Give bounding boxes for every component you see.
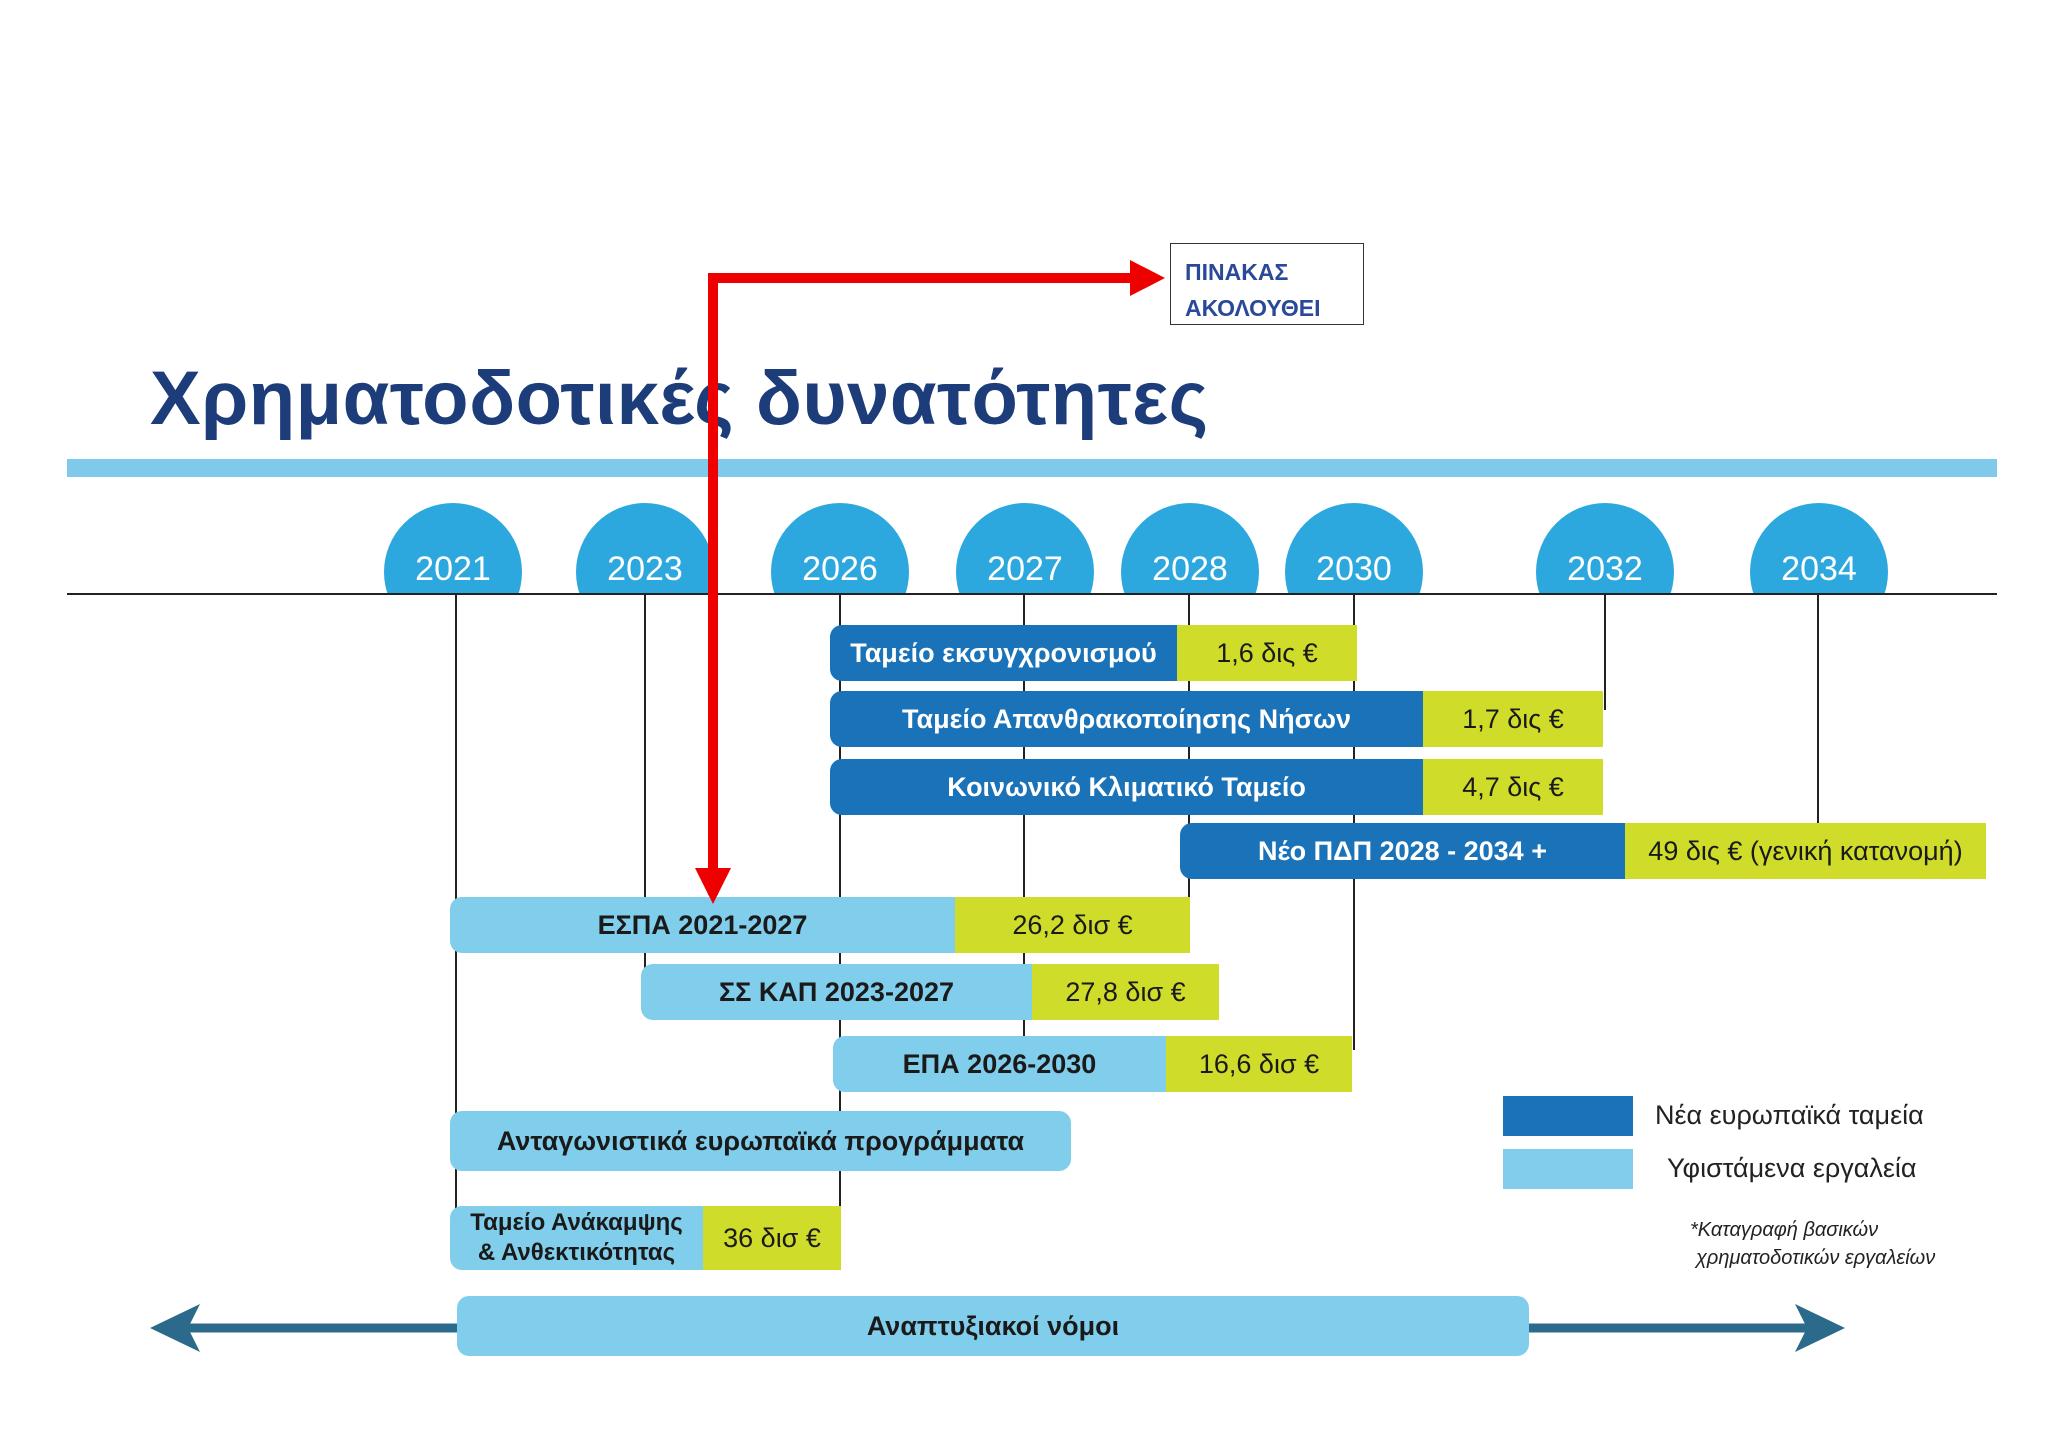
year-2032-circle: 2032 [1536, 503, 1674, 595]
table-follows-note: ΠΙΝΑΚΑΣ ΑΚΟΛΟΥΘΕΙ [1170, 243, 1364, 325]
title-rule [67, 459, 1997, 477]
year-2034-circle: 2034 [1750, 503, 1888, 595]
footnote-line: χρηματοδοτικών εργαλείων [1696, 1247, 1936, 1269]
bar-name: ΕΣΠΑ 2021-2027 [450, 897, 955, 953]
bar-cap-2023-2027: ΣΣ ΚΑΠ 2023-2027 27,8 δισ € [641, 964, 1219, 1020]
bar-modernisation-fund: Ταμείο εκσυγχρονισμού 1,6 δις € [830, 625, 1357, 681]
note-line: ΑΚΟΛΟΥΘΕΙ [1185, 295, 1321, 321]
bar-value: 1,7 δις € [1423, 691, 1603, 747]
bar-name: Αναπτυξιακοί νόμοι [457, 1296, 1529, 1356]
year-2021-circle: 2021 [384, 503, 522, 595]
bar-epa-2026-2030: ΕΠΑ 2026-2030 16,6 δισ € [833, 1036, 1352, 1092]
bar-name: ΣΣ ΚΑΠ 2023-2027 [641, 964, 1032, 1020]
bar-value: 4,7 δις € [1423, 759, 1603, 815]
bar-value: 36 δισ € [703, 1206, 841, 1270]
timeline-baseline [67, 593, 1997, 595]
legend-label-new-funds: Νέα ευρωπαϊκά ταμεία [1655, 1100, 1924, 1130]
bar-name: Ανταγωνιστικά ευρωπαϊκά προγράμματα [450, 1111, 1071, 1171]
bar-name-line: & Ανθεκτικότητας [477, 1239, 676, 1266]
bar-value: 1,6 δις € [1177, 625, 1357, 681]
bar-social-climate-fund: Κοινωνικό Κλιματικό Ταμείο 4,7 δις € [830, 759, 1603, 815]
bar-value: 26,2 δισ € [955, 897, 1190, 953]
year-label: 2028 [1152, 550, 1228, 588]
year-label: 2034 [1781, 550, 1857, 588]
bar-name-line: Ταμείο Ανάκαμψης [470, 1209, 683, 1236]
bar-development-laws: Αναπτυξιακοί νόμοι [457, 1296, 1529, 1356]
page-title: Χρηματοδοτικές δυνατότητες [150, 356, 1209, 441]
bar-recovery-resilience-fund: Ταμείο Ανάκαμψης & Ανθεκτικότητας 36 δισ… [450, 1206, 841, 1270]
year-label: 2021 [415, 550, 491, 588]
bar-name: Νέο ΠΔΠ 2028 - 2034 + [1180, 823, 1625, 879]
year-label: 2027 [987, 550, 1063, 588]
year-label: 2032 [1567, 550, 1643, 588]
bar-islands-decarbonisation-fund: Ταμείο Απανθρακοποίησης Νήσων 1,7 δις € [830, 691, 1603, 747]
bar-name: Κοινωνικό Κλιματικό Ταμείο [830, 759, 1423, 815]
bar-new-mff: Νέο ΠΔΠ 2028 - 2034 + 49 δις € (γενική κ… [1180, 823, 1986, 879]
bar-value: 27,8 δισ € [1032, 964, 1219, 1020]
bar-espa-2021-2027: ΕΣΠΑ 2021-2027 26,2 δισ € [450, 897, 1190, 953]
year-2026-circle: 2026 [771, 503, 909, 595]
legend-swatch-existing-tools [1503, 1149, 1633, 1189]
year-label: 2023 [607, 550, 683, 588]
year-2030-circle: 2030 [1285, 503, 1423, 595]
note-line: ΠΙΝΑΚΑΣ [1185, 259, 1289, 285]
year-2028-circle: 2028 [1121, 503, 1259, 595]
bar-value: 49 δις € (γενική κατανομή) [1625, 823, 1986, 879]
bar-name: Ταμείο Ανάκαμψης & Ανθεκτικότητας [450, 1206, 703, 1270]
bar-name: Ταμείο εκσυγχρονισμού [830, 625, 1177, 681]
bar-name: ΕΠΑ 2026-2030 [833, 1036, 1166, 1092]
bar-name: Ταμείο Απανθρακοποίησης Νήσων [830, 691, 1423, 747]
legend-swatch-new-funds [1503, 1096, 1633, 1136]
year-label: 2030 [1316, 550, 1392, 588]
bar-value: 16,6 δισ € [1166, 1036, 1352, 1092]
year-2027-circle: 2027 [956, 503, 1094, 595]
year-label: 2026 [802, 550, 878, 588]
footnote-line: *Καταγραφή βασικών [1690, 1219, 1879, 1241]
legend-label-existing-tools: Υφιστάμενα εργαλεία [1667, 1153, 1917, 1183]
footnote: *Καταγραφή βασικών χρηματοδοτικών εργαλε… [1690, 1216, 1935, 1272]
year-2023-circle: 2023 [576, 503, 714, 595]
bar-competitive-programmes: Ανταγωνιστικά ευρωπαϊκά προγράμματα [450, 1111, 1071, 1171]
